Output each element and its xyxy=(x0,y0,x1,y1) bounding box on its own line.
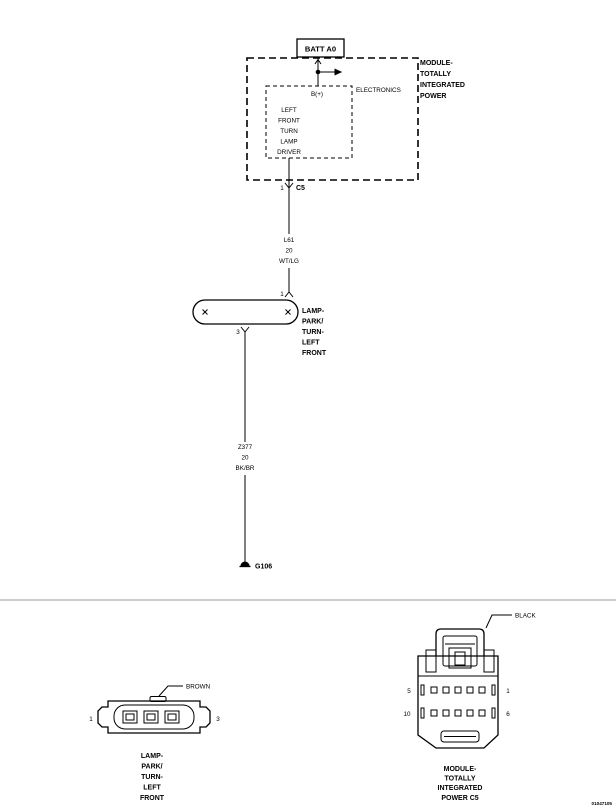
module-connector-top-housing xyxy=(435,628,485,656)
lamp-connector-cavity-1 xyxy=(122,710,138,724)
module-label-line-3: INTEGRATED xyxy=(420,82,465,89)
ground-label: G106 xyxy=(255,564,272,571)
lamp-connector-view: BROWN 1 3 LAMP- PARK/ TURN- LEFT FRONT xyxy=(89,684,220,803)
module-connector-pin-top-left: 5 xyxy=(407,688,411,695)
module-connector-label-line-3: INTEGRATED xyxy=(438,785,483,792)
lamp-label-line-1: LAMP- xyxy=(302,308,325,315)
driver-label-line-1: LEFT xyxy=(281,107,297,114)
batt-a0-label: BATT A0 xyxy=(305,45,336,54)
electronics-label: ELECTRONICS xyxy=(356,87,401,94)
batt-a0-box xyxy=(296,38,345,58)
lamp-pin-1-connector-symbol xyxy=(284,291,294,298)
lamp-connector-label-line-4: LEFT xyxy=(143,785,161,792)
module-connector-bottom-lock xyxy=(440,730,480,743)
lamp-connector-cavity-2 xyxy=(143,710,159,724)
driver-label-line-2: FRONT xyxy=(278,118,300,125)
module-side-slot xyxy=(491,707,496,719)
module-connector-label-line-1: MODULE- xyxy=(444,766,477,773)
wire-l61-gauge: 20 xyxy=(285,248,293,255)
driver-label-line-5: DRIVER xyxy=(277,149,301,156)
wire-z377-gauge: 20 xyxy=(241,455,249,462)
module-side-slot xyxy=(491,684,496,696)
module-label-line-2: TOTALLY xyxy=(420,71,451,78)
ground-icon xyxy=(240,561,250,567)
module-connector-latch-tab xyxy=(454,651,466,666)
lamp-connector-housing xyxy=(97,700,211,734)
driver-label-line-3: TURN xyxy=(280,128,298,135)
module-connector-color: BLACK xyxy=(515,613,536,620)
lamp-body xyxy=(192,299,299,325)
lamp-pin-3-number: 3 xyxy=(236,329,240,336)
lamp-connector-face xyxy=(113,704,195,730)
module-pin-cavity xyxy=(466,709,474,717)
module-boundary xyxy=(246,57,419,181)
module-connector-pin-row-2 xyxy=(420,707,496,719)
lamp-connector-pin-right: 3 xyxy=(216,716,220,723)
figure-id: 01047105 xyxy=(592,801,613,806)
lamp-connector-cavity-3 xyxy=(164,710,180,724)
lamp-connector-key xyxy=(149,696,167,702)
module-connector-color-leader xyxy=(485,614,512,629)
module-pin-cavity xyxy=(454,686,462,694)
module-pin-cavity xyxy=(430,686,438,694)
wire-l61-color: WT/LG xyxy=(279,258,299,265)
module-pin-cavity xyxy=(430,709,438,717)
lamp-connector-pin-left: 1 xyxy=(89,716,93,723)
module-connector-pin-bottom-right: 6 xyxy=(506,711,510,718)
schematic: BATT A0 MODULE- TOTALLY INTEGRATED POWER… xyxy=(192,38,465,571)
electronics-arrow-icon xyxy=(334,68,343,76)
lamp-label-line-3: TURN- xyxy=(302,329,324,336)
lamp-connector-label-line-1: LAMP- xyxy=(141,753,164,760)
module-side-slot xyxy=(420,707,425,719)
module-connector-latch-inner xyxy=(448,647,472,669)
module-pin-cavity xyxy=(454,709,462,717)
module-side-slot xyxy=(420,684,425,696)
module-pin-cavity xyxy=(466,686,474,694)
module-connector-ear-right xyxy=(483,649,495,673)
lamp-filament-left-icon xyxy=(202,309,208,315)
module-connector-label-line-2: TOTALLY xyxy=(445,776,476,783)
module-pin-cavity xyxy=(478,686,486,694)
module-connector-latch xyxy=(442,635,478,667)
module-connector-ear-left xyxy=(425,649,437,673)
c5-pin-number: 1 xyxy=(280,185,284,192)
c5-connector-label: C5 xyxy=(296,185,305,192)
module-connector-label-line-4: POWER C5 xyxy=(441,795,478,802)
lamp-filament-right-icon xyxy=(285,309,291,315)
module-connector-body xyxy=(417,655,499,749)
lamp-label-line-2: PARK/ xyxy=(302,319,323,326)
lamp-pin-1-number: 1 xyxy=(280,291,284,298)
module-pin-cavity xyxy=(478,709,486,717)
lamp-pin-3-connector-symbol xyxy=(240,326,250,333)
batt-feed-connector-symbol xyxy=(314,58,322,65)
module-pin-cavity xyxy=(442,709,450,717)
module-connector-pin-row-1 xyxy=(420,684,496,696)
wire-l61-circuit: L61 xyxy=(284,237,295,244)
driver-boundary xyxy=(265,85,353,159)
module-connector-pin-bottom-left: 10 xyxy=(403,711,411,718)
wire-z377-circuit: Z377 xyxy=(238,444,253,451)
b-plus-label: B(+) xyxy=(311,91,323,98)
lamp-connector-label-line-3: TURN- xyxy=(141,774,163,781)
module-connector-pin-top-right: 1 xyxy=(506,688,510,695)
wire-z377-color: BK/BR xyxy=(236,465,255,472)
lamp-connector-label-line-5: FRONT xyxy=(140,795,165,802)
lamp-label-line-4: LEFT xyxy=(302,340,320,347)
module-label-line-4: POWER xyxy=(420,93,446,100)
module-label-line-1: MODULE- xyxy=(420,60,453,67)
lamp-label-line-5: FRONT xyxy=(302,350,327,357)
driver-label-line-4: LAMP xyxy=(280,139,297,146)
module-connector-view: BLACK 5 1 10 6 MODULE- TOTALLY INTEGRATE… xyxy=(403,613,536,803)
lamp-connector-label-line-2: PARK/ xyxy=(141,764,162,771)
lamp-connector-color: BROWN xyxy=(186,684,211,691)
module-pin-cavity xyxy=(442,686,450,694)
lamp-connector-color-leader xyxy=(158,685,183,697)
